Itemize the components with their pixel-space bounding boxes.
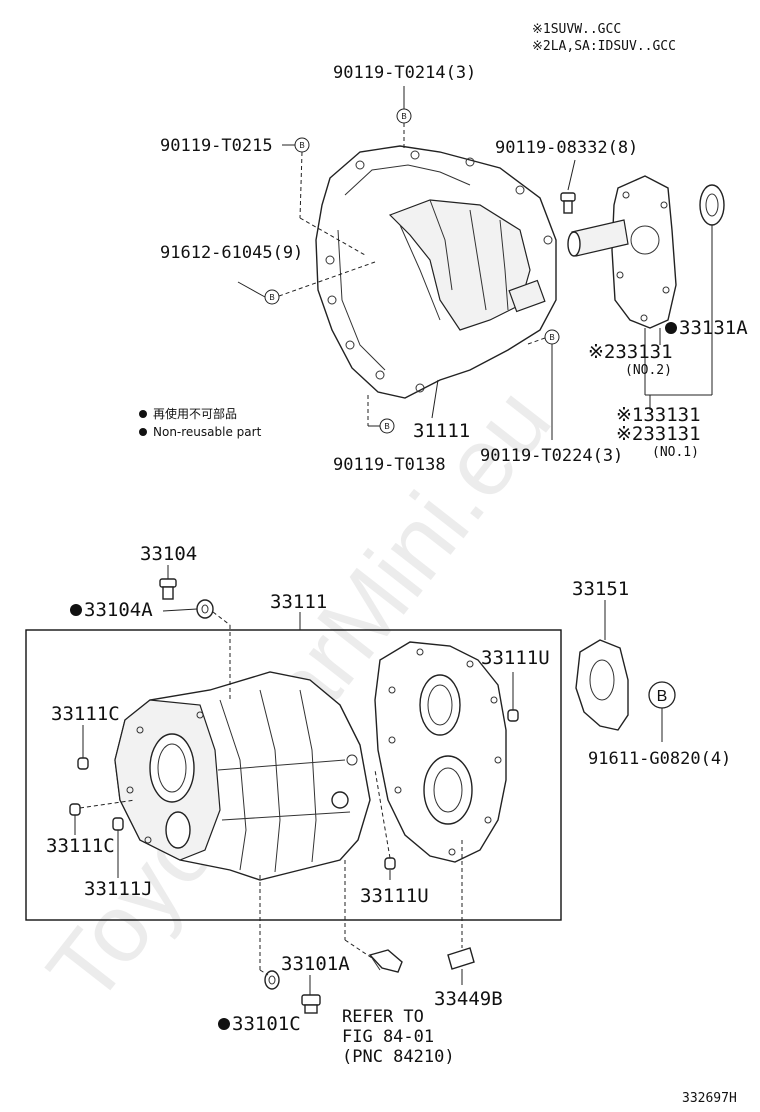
legend-text-jp: 再使用不可部品 [153,406,237,421]
gasket-33104a[interactable] [196,599,214,619]
label-33131-no1-sub: (NO.1) [652,445,699,460]
refer-line-2[interactable]: FIG 84-01 [342,1027,434,1047]
plug-33101a[interactable] [301,994,321,1014]
label-33101c: 33101C [232,1013,301,1035]
note-2: ※2LA,SA:IDSUV..GCC [532,39,676,54]
label-31111: 31111 [413,420,470,442]
label-33111j: 33111J [84,878,153,900]
label-91612-61045: 91612-61045(9) [160,243,303,263]
bearing-retainer[interactable] [567,175,677,329]
label-33101a: 33101A [281,953,350,975]
note-1: ※1SUVW..GCC [532,22,621,37]
bolt-90119-t0214-badge[interactable]: B [396,108,412,124]
nonreusable-mark-33101c [218,1018,230,1030]
oil-seal-33131a[interactable] [699,184,725,226]
assembly-frame [25,629,562,921]
label-90119-08332: 90119-08332(8) [495,138,638,158]
pin-33111j[interactable] [112,817,124,831]
svg-text:B: B [384,422,389,431]
pin-33111u-top[interactable] [507,709,519,722]
refer-line-3[interactable]: (PNC 84210) [342,1047,455,1067]
plug-33104[interactable] [159,578,177,600]
label-90119-t0224: 90119-T0224(3) [480,446,623,466]
nonreusable-mark-33104a [70,604,82,616]
label-33131-no1-b: ※233131 [616,423,701,445]
legend-dot-1 [139,410,147,418]
extension-housing-33151[interactable] [575,639,629,731]
legend-text-en: Non-reusable part [153,425,262,439]
backup-light-switch[interactable] [368,949,403,973]
label-33104: 33104 [140,543,197,565]
label-90119-t0138: 90119-T0138 [333,455,446,475]
label-33104a: 33104A [84,599,153,621]
bolt-91612-61045-badge[interactable]: B [264,289,280,305]
svg-text:B: B [299,141,304,150]
label-33111: 33111 [270,591,327,613]
pin-33111u-bottom[interactable] [384,857,396,870]
svg-text:B: B [657,688,668,705]
label-33111c-2: 33111C [46,835,115,857]
svg-text:B: B [269,293,274,302]
gasket-33101c[interactable] [264,970,280,990]
bolt-90119-08332[interactable] [560,192,576,214]
figure-id: 332697H [682,1091,737,1106]
block-33449b[interactable] [447,947,475,970]
label-33111u-top: 33111U [481,647,550,669]
bolt-90119-t0138-badge[interactable]: B [379,418,395,434]
case-cover-plate[interactable] [374,641,507,863]
label-33131a: 33131A [679,317,748,339]
label-33151: 33151 [572,578,629,600]
label-90119-t0214: 90119-T0214(3) [333,63,476,83]
bell-housing-31111[interactable] [315,145,557,399]
bolt-90119-t0215-badge[interactable]: B [294,137,310,153]
bolt-91611-g0820-badge[interactable]: B [648,681,676,709]
label-33111c-1: 33111C [51,703,120,725]
label-33131-no1-a: ※133131 [616,404,701,426]
bolt-90119-t0224-badge[interactable]: B [544,329,560,345]
transmission-case-33111[interactable] [114,671,371,881]
label-33111u-bottom: 33111U [360,885,429,907]
label-33131-no2-sub: (NO.2) [625,363,672,378]
svg-text:B: B [549,333,554,342]
label-33449b: 33449B [434,988,503,1010]
refer-line-1[interactable]: REFER TO [342,1007,424,1027]
pin-33111c-2[interactable] [69,803,81,816]
label-33131-no2: ※233131 [588,341,673,363]
label-90119-t0215: 90119-T0215 [160,136,273,156]
label-91611-g0820: 91611-G0820(4) [588,749,731,769]
legend-dot-2 [139,428,147,436]
nonreusable-mark [665,322,677,334]
pin-33111c-1[interactable] [77,757,89,770]
svg-text:B: B [401,112,406,121]
